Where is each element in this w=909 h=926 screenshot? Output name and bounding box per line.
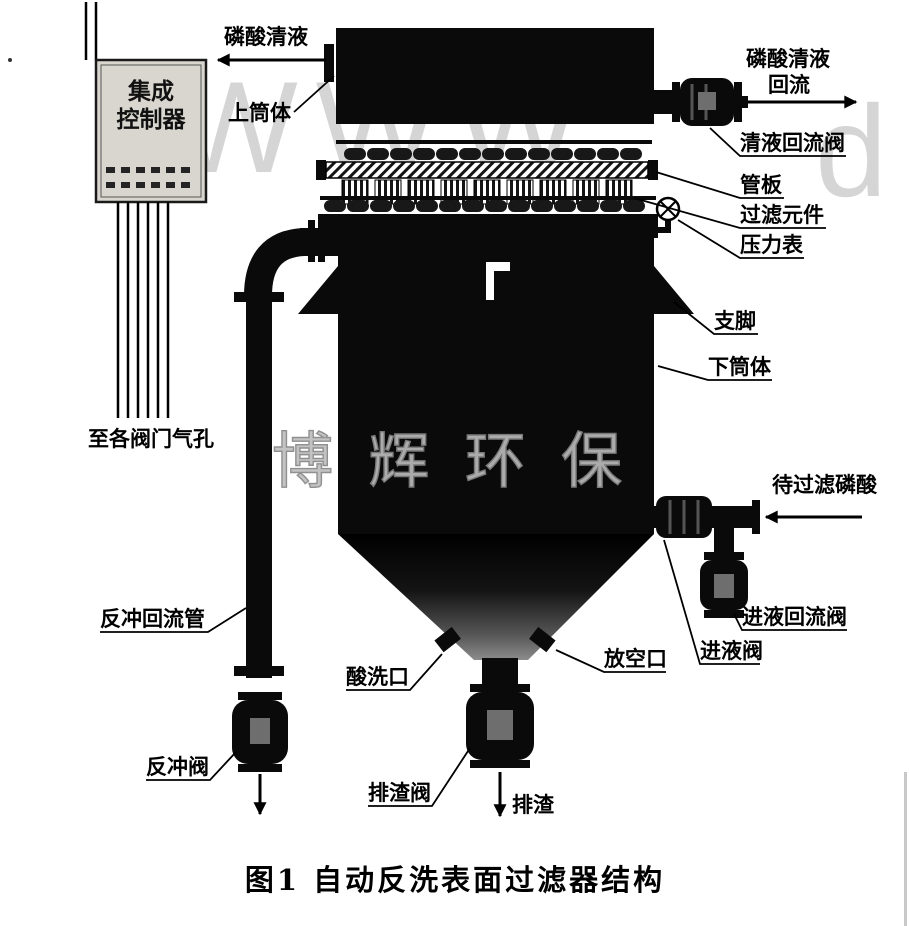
cone-nozzle: [482, 658, 518, 684]
elbow-flange: [318, 220, 325, 262]
label-clear-return-line2: 回流: [768, 73, 810, 97]
slag-discharge-line: [466, 658, 534, 818]
controller-box-inner: [100, 64, 202, 198]
leader-support-leg: [673, 301, 758, 335]
label-valve-air-holes: 至各阀门气孔: [88, 427, 214, 451]
acid-wash-port-icon: [434, 626, 461, 653]
leader-pressure-gauge: [677, 219, 804, 259]
figure-caption: 图1 自动反洗表面过滤器结构: [245, 863, 665, 897]
lower-cylinder-vessel: [298, 214, 694, 660]
controller-label-line1: 集成: [127, 78, 174, 105]
vessel-top-flange: [318, 214, 658, 238]
leader-upper-cylinder: [293, 75, 335, 113]
controller-label-line2: 控制器: [117, 106, 187, 133]
branch-pipe: [714, 528, 734, 556]
leader-backwash-valve: [146, 751, 237, 781]
label-lower-cylinder: 下筒体: [708, 355, 772, 379]
label-pressure-gauge: 压力表: [740, 233, 804, 257]
vent-port-icon: [529, 626, 556, 653]
label-clear-liquid-out: 磷酸清液: [224, 25, 308, 49]
valve-flange: [672, 82, 680, 122]
tube-plate-icon: [325, 161, 649, 179]
elbow-flange: [308, 220, 315, 262]
support-leg-right: [654, 266, 694, 314]
leader-tube-plate: [655, 171, 784, 199]
support-leg-left: [298, 266, 338, 314]
valve-flange: [734, 82, 742, 122]
controller-wires: [116, 202, 170, 418]
vessel-highlight: [486, 262, 510, 271]
leader-slag-valve: [368, 747, 471, 807]
label-clear-return-line1: 磷酸清液: [746, 47, 830, 71]
label-upper-cylinder: 上筒体: [228, 101, 292, 125]
inlet-line: [654, 496, 862, 618]
leader-filter-element: [633, 197, 826, 229]
leader-inlet-return-valve: [733, 613, 847, 631]
tube-plate-assembly: [316, 140, 658, 212]
label-inlet-valve: 进液阀: [700, 639, 763, 663]
label-tube-plate: 管板: [740, 173, 783, 197]
integrated-controller: 集成 控制器: [8, 2, 208, 418]
elbow-bend: [244, 228, 306, 297]
watermark-center-text: 博 辉 环 保: [272, 426, 630, 497]
label-clear-return-valve: 清液回流阀: [740, 131, 845, 155]
label-vent-port: 放空口: [603, 647, 667, 671]
label-acid-wash-port: 酸洗口: [346, 665, 409, 689]
upper-cylinder-body: [336, 28, 654, 124]
leader-lower-cylinder: [657, 365, 772, 381]
leader-acid-wash-port: [346, 653, 443, 691]
backwash-pipe-icon: [246, 290, 272, 678]
label-acid-to-filter: 待过滤磷酸: [772, 473, 878, 497]
pipe-flange: [234, 666, 284, 676]
leader-clear-return-valve: [709, 127, 846, 157]
vessel-highlight: [486, 262, 494, 300]
controller-box: [94, 58, 208, 204]
clear-return-line: [654, 78, 858, 126]
leader-vent-port: [555, 649, 666, 673]
scan-edge-artifact: [904, 772, 907, 926]
print-speck: [8, 58, 12, 62]
leader-lines: [100, 75, 847, 807]
vessel-cone: [338, 534, 654, 660]
label-slag-out: 排渣: [512, 793, 555, 817]
pipe-flange: [234, 292, 284, 302]
label-support-leg: 支脚: [714, 309, 756, 333]
upper-cylinder: [216, 28, 654, 124]
label-inlet-return-valve: 进液回流阀: [742, 605, 847, 629]
label-backwash-pipe: 反冲回流管: [100, 607, 205, 631]
labels: 磷酸清液 上筒体 磷酸清液 回流 清液回流阀 管板 过滤元件 压力表 支脚 下筒…: [88, 25, 878, 817]
vessel-body: [338, 238, 654, 534]
pressure-gauge-icon: [650, 196, 681, 233]
label-slag-valve: 排渣阀: [368, 781, 431, 805]
label-backwash-valve: 反冲阀: [146, 755, 209, 779]
label-filter-element: 过滤元件: [740, 203, 824, 227]
outlet-flange: [324, 44, 334, 82]
backwash-return-line: [232, 220, 340, 816]
leader-inlet-valve: [663, 539, 760, 665]
pipe-flange: [752, 500, 760, 534]
leader-backwash-pipe: [100, 607, 247, 633]
